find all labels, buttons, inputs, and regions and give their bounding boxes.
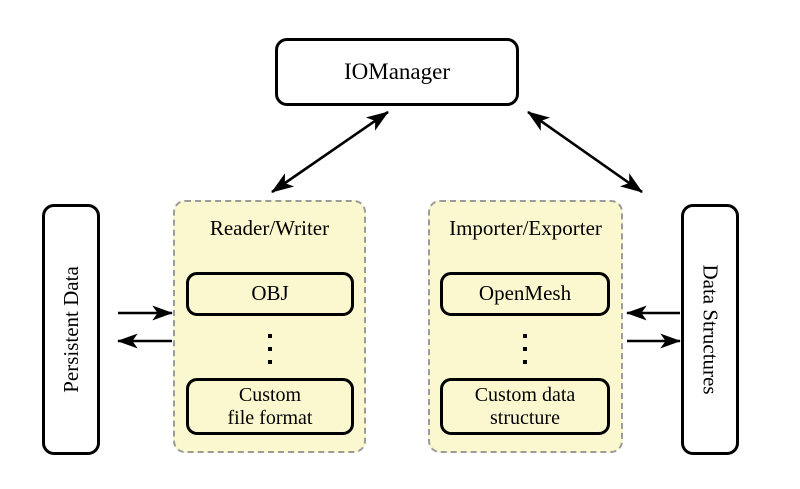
arrow-manager-importerexporter [527, 110, 643, 194]
node-custom-data-structure[interactable]: Custom data structure [440, 378, 610, 435]
node-persistent-data[interactable]: Persistent Data [42, 204, 100, 455]
vertical-ellipsis-icon-reader-writer [260, 334, 280, 364]
node-custom-data-structure-line2: structure [490, 406, 560, 429]
io-manager-node[interactable]: IOManager [275, 38, 519, 106]
node-obj[interactable]: OBJ [186, 272, 354, 316]
node-custom-data-structure-label: Custom data structure [475, 384, 576, 429]
node-custom-file-format[interactable]: Custom file format [186, 378, 354, 435]
panel-importer-exporter-label: Importer/Exporter [449, 216, 602, 240]
vertical-ellipsis-icon-importer-exporter [515, 334, 535, 364]
node-custom-data-structure-line1: Custom data [474, 384, 576, 407]
node-data-structures-label: Data Structures [698, 264, 723, 395]
node-openmesh-label: OpenMesh [478, 281, 572, 306]
node-persistent-data-label: Persistent Data [58, 266, 83, 393]
node-openmesh[interactable]: OpenMesh [440, 272, 610, 316]
io-manager-label: IOManager [343, 59, 450, 84]
node-custom-file-format-label: Custom file format [228, 384, 313, 429]
node-obj-label: OBJ [251, 281, 289, 306]
node-data-structures[interactable]: Data Structures [681, 204, 739, 455]
node-custom-file-format-line2: file format [227, 406, 313, 429]
arrow-manager-readerwriter [271, 110, 389, 194]
node-custom-file-format-line1: Custom [238, 384, 302, 407]
panel-reader-writer-label: Reader/Writer [209, 216, 330, 240]
